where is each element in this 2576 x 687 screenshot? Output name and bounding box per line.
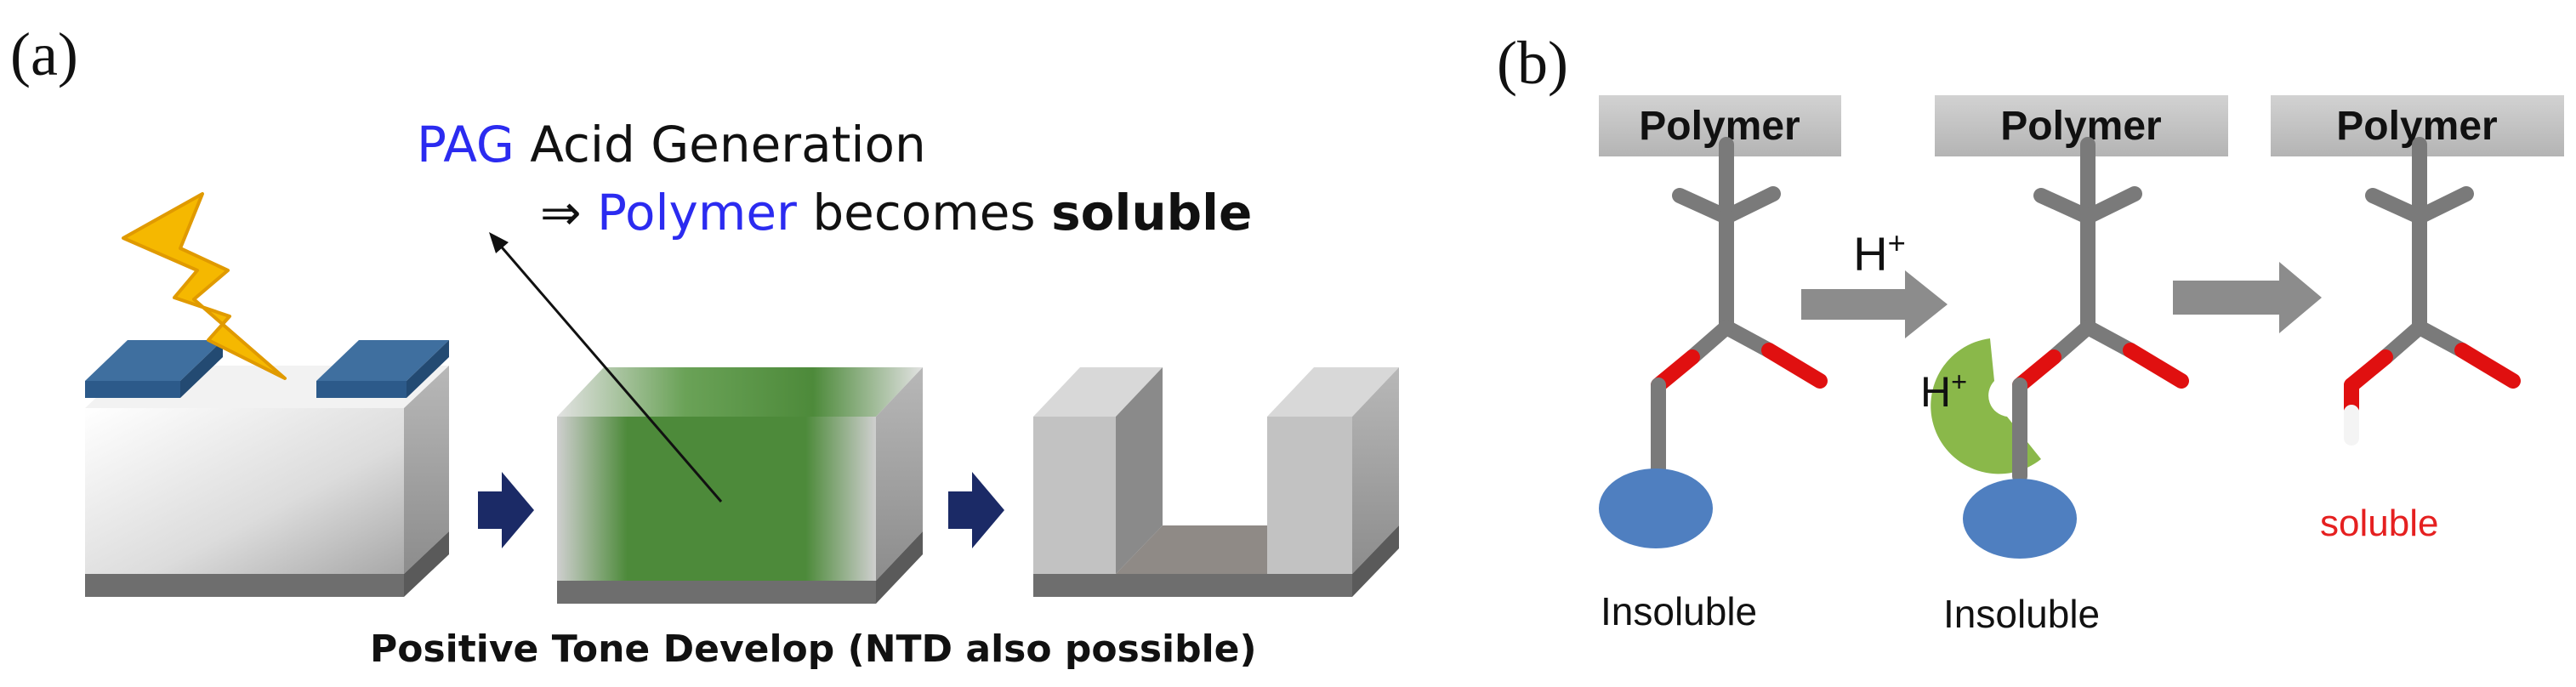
block2-substrate-side — [876, 531, 923, 604]
catalyst-label: H+ — [1853, 225, 1906, 281]
block2-side — [876, 367, 923, 581]
molecule-protected — [1599, 137, 1828, 548]
state-label-2: Insoluble — [1943, 592, 2100, 636]
right-pillar-top — [1267, 367, 1399, 417]
block2-substrate-front — [557, 581, 876, 604]
block2-top — [557, 367, 923, 417]
acid-generation-text: Acid Generation — [515, 116, 926, 173]
polymer-soluble-annotation: ⇒ Polymer becomes soluble — [540, 184, 1252, 241]
acid-generation-annotation: PAG Acid Generation — [417, 116, 926, 173]
block3-substrate-front — [1033, 574, 1352, 597]
mask-left-side — [180, 340, 223, 398]
block-exposure — [85, 192, 449, 597]
block2-front — [557, 417, 876, 581]
mask-left-front — [85, 381, 180, 398]
left-pillar-front — [1033, 417, 1116, 574]
panel-b-label: (b) — [1497, 29, 1568, 97]
protecting-group-blob-1 — [1599, 468, 1713, 548]
block1-front — [85, 408, 404, 574]
block1-side — [404, 366, 449, 574]
annotation-pointer-arrowhead — [489, 232, 509, 253]
pag-term: PAG — [417, 116, 515, 173]
block-exposed — [557, 367, 923, 604]
mask-right-front — [316, 381, 407, 398]
molecule-protonated — [1931, 137, 2189, 559]
process-arrow-1-icon — [478, 472, 534, 548]
state-label-1: Insoluble — [1601, 589, 1757, 633]
reaction-arrow-2-icon — [2173, 262, 2322, 333]
left-pillar-side — [1116, 367, 1163, 574]
molecule-deprotected — [2344, 137, 2521, 446]
block-developed — [1033, 367, 1399, 597]
protecting-group-blob-2 — [1963, 479, 2077, 559]
bound-proton-label: H+ — [1920, 366, 1967, 416]
lightning-icon — [122, 192, 287, 380]
mask-left-top — [85, 340, 223, 381]
trench-floor — [1116, 525, 1314, 574]
caption: Positive Tone Develop (NTD also possible… — [370, 627, 1257, 671]
reaction-arrow-1-icon — [1801, 270, 1948, 338]
mask-right-side — [407, 340, 449, 398]
right-pillar-front — [1267, 417, 1352, 574]
becomes-text: becomes — [797, 184, 1051, 241]
polymer-term: Polymer — [597, 184, 797, 241]
block1-substrate-front — [85, 574, 404, 597]
soluble-label: soluble — [2320, 502, 2438, 544]
panel-a-label: (a) — [10, 20, 78, 88]
mask-right-top — [316, 340, 449, 381]
right-pillar-side — [1352, 367, 1399, 574]
annotation-pointer-line — [496, 241, 723, 502]
block3-substrate-side — [1352, 525, 1399, 597]
process-arrow-2-icon — [948, 472, 1004, 548]
block1-substrate-side — [404, 531, 449, 597]
soluble-term: soluble — [1051, 184, 1252, 241]
implies-symbol: ⇒ — [540, 184, 597, 241]
left-pillar-top — [1033, 367, 1163, 417]
